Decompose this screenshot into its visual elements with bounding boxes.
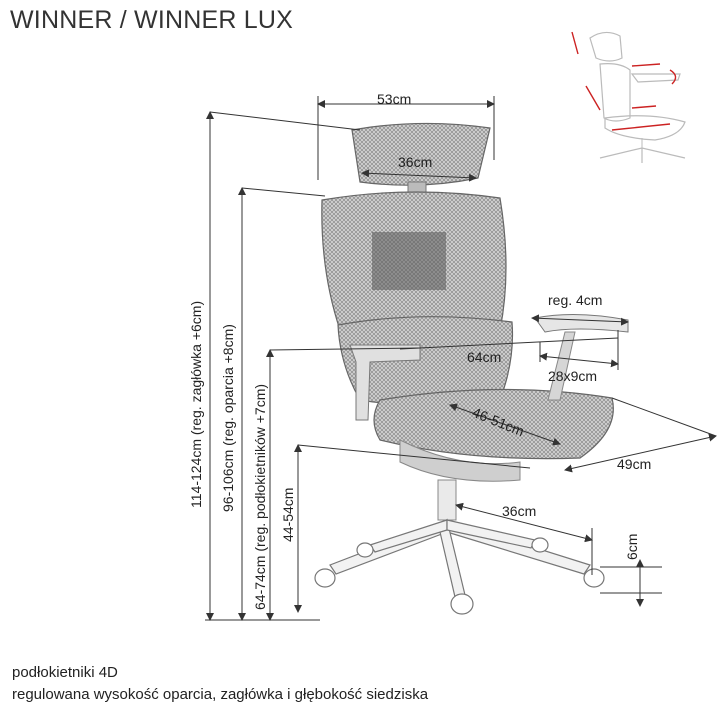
backrest-dark-patch: [372, 232, 446, 290]
chair-base: [329, 518, 591, 598]
label-backrest-height: 96-106cm (reg. oparcia +8cm): [220, 324, 236, 512]
product-title: WINNER / WINNER LUX: [10, 6, 293, 34]
label-armrest-height: 64-74cm (reg. podłokietników +7cm): [252, 383, 268, 610]
label-seat-width: 49cm: [617, 456, 652, 472]
armrest-right: [534, 313, 629, 333]
armrest-right-support: [547, 331, 576, 401]
castors: [314, 537, 605, 615]
gas-lift: [437, 479, 457, 521]
label-top-width: 53cm: [377, 91, 412, 107]
label-armpad-size: 28x9cm: [548, 368, 598, 384]
label-total-height: 114-124cm (reg. zagłówka +6cm): [188, 300, 204, 508]
label-arm-span: 64cm: [467, 349, 502, 365]
label-headrest-width: 36cm: [398, 154, 433, 170]
feature-line-2: regulowana wysokość oparcia, zagłówka i …: [12, 686, 429, 703]
feature-line-1: podłokietniki 4D: [12, 664, 118, 681]
label-base-radius: 36cm: [502, 503, 537, 519]
label-armrest-adjust: reg. 4cm: [548, 292, 603, 308]
label-seat-height: 44-54cm: [280, 487, 296, 542]
adjustment-thumbnail: [571, 31, 686, 163]
label-castor-height: 6cm: [624, 533, 640, 560]
